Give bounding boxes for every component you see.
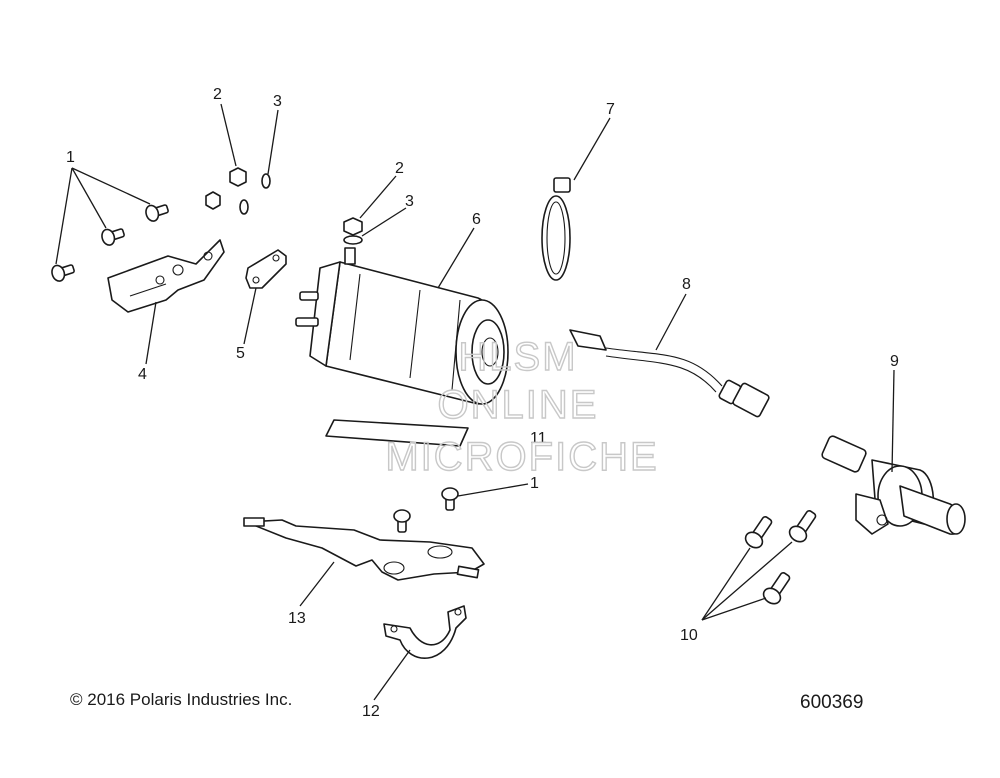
bolt-part-1-group-upper <box>51 204 169 282</box>
callout-5: 5 <box>236 345 245 362</box>
screw-part-10 <box>788 510 817 543</box>
callout-3: 3 <box>273 93 282 110</box>
drive-part-9 <box>821 435 966 535</box>
callout-12: 12 <box>362 703 380 720</box>
callout-13: 13 <box>288 610 306 627</box>
clamp-part-12 <box>383 605 467 660</box>
clamp-part-7 <box>541 177 571 281</box>
screw-part-10 <box>762 572 791 605</box>
screw-part-10 <box>744 516 773 549</box>
starter-motor-part-6 <box>295 247 509 405</box>
bolt-part-1 <box>393 509 411 533</box>
plate-part-5 <box>245 249 287 289</box>
bolt-part-1 <box>51 264 75 282</box>
bolt-part-1 <box>101 228 125 246</box>
screw-part-10 <box>744 510 817 605</box>
callout-9: 9 <box>890 353 899 370</box>
cable-part-8 <box>569 329 770 418</box>
bracket-part-13 <box>243 517 485 581</box>
washer-part-3-motor <box>343 235 363 245</box>
callout-1: 1 <box>530 475 539 492</box>
copyright-notice: © 2016 Polaris Industries Inc. <box>70 690 293 709</box>
bolt-part-1 <box>145 204 169 222</box>
watermark-line-1: HLSM <box>458 335 577 379</box>
callout-2: 2 <box>395 160 404 177</box>
bolt-part-1-group-lower <box>393 487 459 533</box>
washer-part-3 <box>239 173 271 215</box>
callout-4: 4 <box>138 366 147 383</box>
watermark: HLSM ONLINE MICROFICHE <box>385 334 658 479</box>
watermark-line-3: MICROFICHE <box>385 435 658 479</box>
bracket-part-4 <box>107 239 225 313</box>
pad-part-11 <box>325 419 469 447</box>
callout-1: 1 <box>66 149 75 166</box>
callout-10: 10 <box>680 627 698 644</box>
leader-lines <box>55 103 895 701</box>
drawing-number: 600369 <box>800 692 864 713</box>
nut-part-2-motor <box>343 217 363 236</box>
bolt-part-1 <box>441 487 459 511</box>
callout-3: 3 <box>405 193 414 210</box>
callout-6: 6 <box>472 211 481 228</box>
callouts: 1 2 3 2 3 4 5 6 7 8 9 10 11 1 12 13 <box>66 86 899 720</box>
callout-2: 2 <box>213 86 222 103</box>
callout-11: 11 <box>530 430 547 447</box>
nut-part-2 <box>205 167 247 210</box>
callout-7: 7 <box>606 101 615 118</box>
callout-8: 8 <box>682 276 691 293</box>
watermark-line-2: ONLINE <box>438 383 599 427</box>
